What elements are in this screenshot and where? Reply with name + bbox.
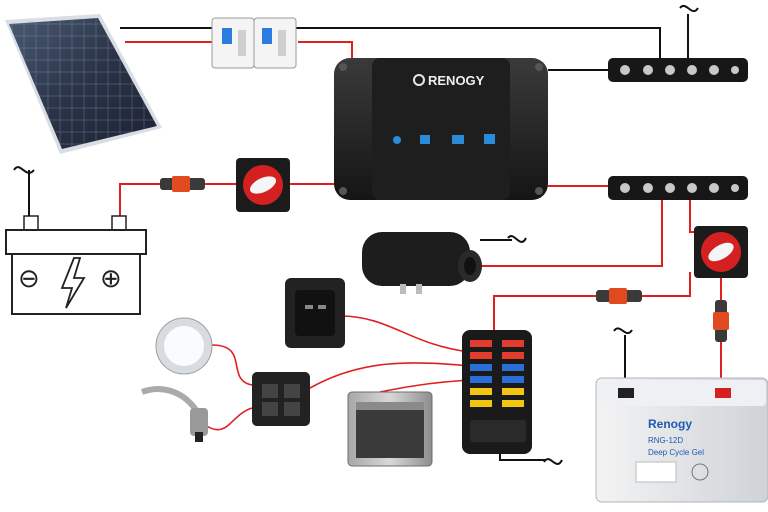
positive-wire-fusebox <box>640 272 691 297</box>
positive-wire-battery <box>119 183 160 222</box>
busbar-top-icon <box>608 58 748 82</box>
water-pump-icon <box>140 386 208 442</box>
battery-model-label: RNG-12D <box>648 436 683 445</box>
solar-panel-icon <box>5 14 162 154</box>
led-light-icon <box>155 317 213 375</box>
load-wire-fridge <box>379 379 471 393</box>
usb-socket-icon <box>285 278 345 348</box>
right-battery-ground-symbol-icon <box>613 327 633 335</box>
ground-symbol-icon <box>13 166 35 174</box>
battery-switch-right-icon <box>694 226 748 278</box>
negative-wire-solar <box>120 27 661 60</box>
inline-fuse-vertical-icon <box>713 300 729 342</box>
busbar-bottom-icon <box>608 176 748 200</box>
switch-panel-icon <box>252 372 310 426</box>
battery-minus-symbol: ⊖ <box>18 263 40 293</box>
breaker-icon <box>211 17 297 69</box>
positive-wire-heater <box>480 200 663 267</box>
inline-fuse-icon <box>160 176 205 192</box>
heater-ground-symbol-icon <box>507 235 527 243</box>
charge-controller-icon: RENOGY <box>334 58 548 200</box>
fusebox-ground-symbol-icon <box>543 458 563 465</box>
load-wire-switch <box>309 362 471 389</box>
inline-fuse-horizontal-icon <box>596 288 642 304</box>
load-wire-pump <box>204 407 253 431</box>
battery-switch-icon <box>236 158 290 212</box>
top-ground-symbol-icon <box>679 5 699 13</box>
fridge-icon <box>347 391 433 467</box>
lead-acid-battery-icon: ⊖ ⊕ <box>5 215 147 315</box>
load-wire-usb <box>339 315 471 353</box>
positive-wire-controller-pv <box>298 41 353 60</box>
battery-brand-label: Renogy <box>648 417 692 431</box>
fuse-row-right <box>502 340 524 407</box>
diesel-heater-icon <box>362 232 482 294</box>
fuse-box-icon <box>462 330 532 454</box>
load-wire-led <box>211 344 253 386</box>
deep-cycle-battery-icon: Renogy RNG-12D Deep Cycle Gel <box>595 377 768 503</box>
controller-status-leds <box>393 134 495 144</box>
lightning-icon <box>60 257 86 309</box>
battery-line-label: Deep Cycle Gel <box>648 448 704 457</box>
controller-brand-label: RENOGY <box>428 73 485 88</box>
battery-plus-symbol: ⊕ <box>100 263 122 293</box>
fuse-row-left <box>470 340 492 407</box>
positive-wire-fusebox-feed <box>493 295 598 336</box>
